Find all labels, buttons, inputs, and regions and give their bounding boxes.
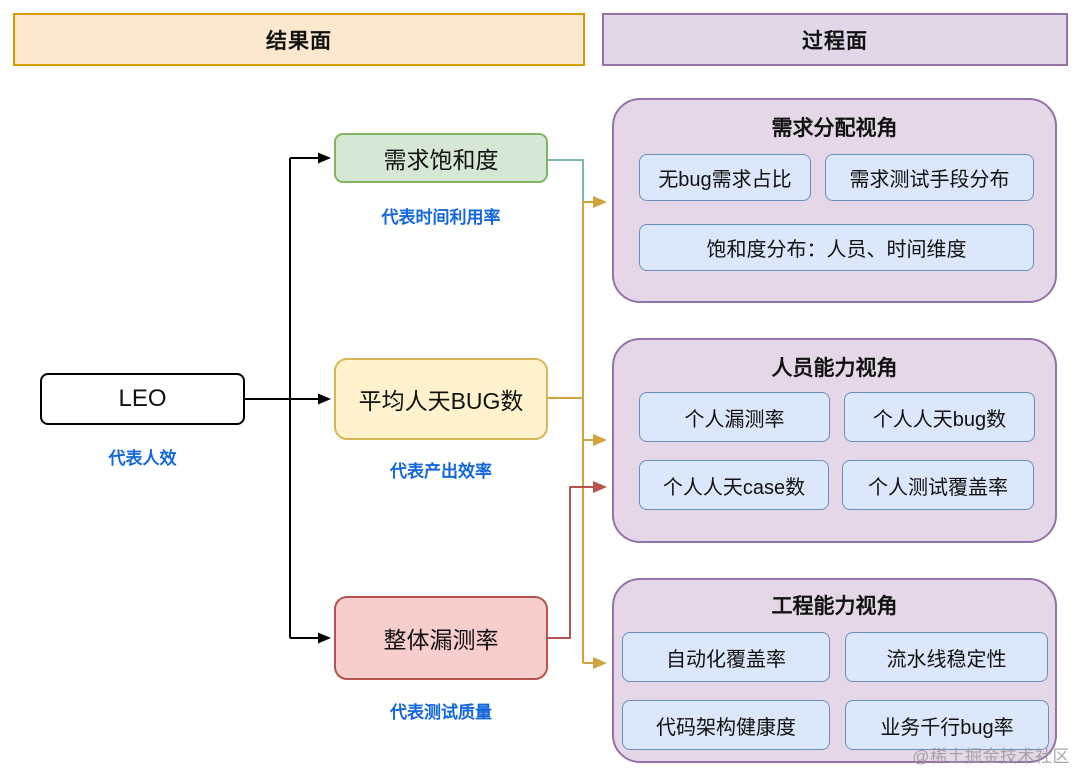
metric-personal-daily-case: 个人人天case数 xyxy=(639,460,829,510)
metric-demand-test-method-distribution: 需求测试手段分布 xyxy=(825,154,1034,201)
metric-saturation-distribution: 饱和度分布：人员、时间维度 xyxy=(639,224,1034,271)
header-process-label: 过程面 xyxy=(802,29,868,53)
metric-pipeline-stability: 流水线稳定性 xyxy=(845,632,1048,682)
caption-leo: 代表人效 xyxy=(108,449,177,468)
edge-gold-spine xyxy=(548,201,584,663)
edge-leo-branch-vertical xyxy=(245,158,291,638)
group-personnel-capability: 人员能力视角 个人漏测率 个人人天bug数 个人人天case数 个人测试覆盖率 xyxy=(612,338,1057,543)
group-engineering-capability-title: 工程能力视角 xyxy=(771,595,898,618)
caption-overall-miss-rate: 代表测试质量 xyxy=(390,703,492,722)
node-leo: LEO xyxy=(40,373,245,425)
edge-green-to-junction xyxy=(548,159,584,201)
node-avg-daily-bug-label: 平均人天BUG数 xyxy=(358,388,524,414)
group-engineering-capability: 工程能力视角 自动化覆盖率 流水线稳定性 代码架构健康度 业务千行bug率 xyxy=(612,578,1057,763)
node-leo-label: LEO xyxy=(118,385,167,412)
caption-avg-daily-bug: 代表产出效率 xyxy=(390,462,492,481)
metric-code-architecture-health: 代码架构健康度 xyxy=(622,700,830,750)
metric-automation-coverage: 自动化覆盖率 xyxy=(622,632,830,682)
group-demand-allocation-title: 需求分配视角 xyxy=(771,117,898,140)
node-avg-daily-bug: 平均人天BUG数 xyxy=(334,358,548,440)
node-overall-miss-rate-label: 整体漏测率 xyxy=(383,627,499,653)
metric-personal-miss-rate: 个人漏测率 xyxy=(639,392,830,442)
header-process-side: 过程面 xyxy=(602,13,1068,66)
group-personnel-capability-title: 人员能力视角 xyxy=(771,357,898,380)
metric-no-bug-demand-ratio: 无bug需求占比 xyxy=(639,154,811,201)
header-result-side: 结果面 xyxy=(13,13,585,66)
group-demand-allocation: 需求分配视角 无bug需求占比 需求测试手段分布 饱和度分布：人员、时间维度 xyxy=(612,98,1057,303)
edge-red-to-group2 xyxy=(548,481,607,639)
caption-demand-saturation: 代表时间利用率 xyxy=(381,208,501,227)
metric-business-bug-per-kloc: 业务千行bug率 xyxy=(845,700,1049,750)
watermark: @稀土掘金技术社区 xyxy=(912,747,1070,766)
node-demand-saturation-label: 需求饱和度 xyxy=(383,147,499,173)
node-demand-saturation: 需求饱和度 xyxy=(334,133,548,183)
header-result-label: 结果面 xyxy=(266,29,332,53)
node-overall-miss-rate: 整体漏测率 xyxy=(334,596,548,680)
metric-personal-test-coverage: 个人测试覆盖率 xyxy=(842,460,1034,510)
metric-personal-daily-bug: 个人人天bug数 xyxy=(844,392,1035,442)
